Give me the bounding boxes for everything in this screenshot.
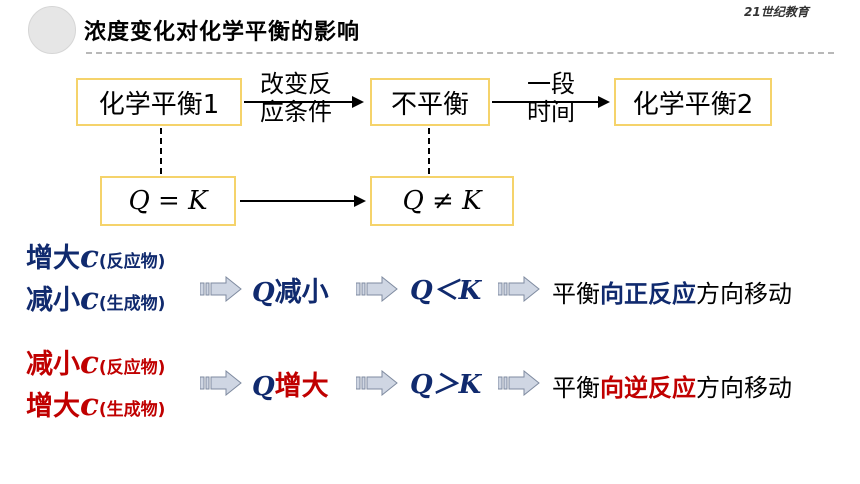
case1-condition-line1: 增大c(反应物) xyxy=(26,236,165,275)
case2-result-suffix: 方向移动 xyxy=(696,374,792,402)
case2-result-highlight: 向逆反应 xyxy=(600,374,696,402)
arrow1-head xyxy=(352,96,364,108)
title-decoration-circle xyxy=(28,6,76,54)
case1-result-prefix: 平衡 xyxy=(552,280,600,308)
arrow2-label: 一段 时间 xyxy=(506,70,596,126)
case1-line2-c: c xyxy=(80,281,99,317)
case2-line2-c: c xyxy=(80,387,99,423)
case2-result: 平衡向逆反应方向移动 xyxy=(552,368,792,403)
box-equilibrium-1-label: 化学平衡1 xyxy=(98,89,220,120)
case2-line1-c: c xyxy=(80,345,99,381)
case1-comparison-text: Q＜K xyxy=(410,276,482,306)
case2-q-symbol: Q xyxy=(252,372,275,402)
dashed-connector-1 xyxy=(160,128,162,174)
box-q-not-equal-k: Q ≠ K xyxy=(370,176,514,226)
page-title: 浓度变化对化学平衡的影响 xyxy=(84,20,361,45)
relation-q-equals-k: Q = K xyxy=(128,186,208,216)
case2-line2-sub: (生成物) xyxy=(98,400,166,420)
case1-line1-verb: 增大 xyxy=(26,243,80,274)
case1-q-change: Q减小 xyxy=(252,270,329,309)
case2-result-prefix: 平衡 xyxy=(552,374,600,402)
arrow3-head xyxy=(354,195,366,207)
block-arrow-icon xyxy=(498,276,540,302)
arrow2-line xyxy=(492,101,598,103)
arrow2-label-line1: 一段 xyxy=(527,70,575,98)
case2-condition-line1: 减小c(反应物) xyxy=(26,342,165,381)
block-arrow-icon xyxy=(356,276,398,302)
case1-line1-sub: (反应物) xyxy=(98,252,166,272)
block-arrow-icon xyxy=(356,370,398,396)
block-arrow-icon xyxy=(200,276,242,302)
case2-line1-sub: (反应物) xyxy=(98,358,166,378)
box-q-equals-k: Q = K xyxy=(100,176,236,226)
case2-comparison-text: Q＞K xyxy=(410,370,482,400)
arrow1-line xyxy=(244,101,352,103)
block-arrow-icon xyxy=(200,370,242,396)
case1-comparison: Q＜K xyxy=(410,270,481,307)
block-arrow-icon xyxy=(498,370,540,396)
dashed-connector-2 xyxy=(428,128,430,174)
box-equilibrium-1: 化学平衡1 xyxy=(76,78,242,126)
case2-line2-verb: 增大 xyxy=(26,391,80,422)
box-nonequilibrium-label: 不平衡 xyxy=(390,89,469,120)
arrow3-line xyxy=(240,200,354,202)
relation-q-not-equal-k: Q ≠ K xyxy=(402,186,482,216)
case2-q-change: Q增大 xyxy=(252,364,329,403)
case1-q-change-text: 减小 xyxy=(274,277,329,308)
case1-line2-verb: 减小 xyxy=(26,285,80,316)
arrow1-label: 改变反 应条件 xyxy=(246,70,346,126)
case1-result: 平衡向正反应方向移动 xyxy=(552,274,792,309)
box-nonequilibrium: 不平衡 xyxy=(370,78,490,126)
case1-condition-line2: 减小c(生成物) xyxy=(26,278,165,317)
brand-logo: 21世纪教育 xyxy=(744,5,809,19)
case2-q-change-text: 增大 xyxy=(274,371,329,402)
case2-comparison: Q＞K xyxy=(410,364,481,401)
case1-q-symbol: Q xyxy=(252,278,275,308)
box-equilibrium-2-label: 化学平衡2 xyxy=(632,89,754,120)
arrow2-head xyxy=(598,96,610,108)
arrow1-label-line1: 改变反 xyxy=(260,70,332,98)
case2-line1-verb: 减小 xyxy=(26,349,80,380)
case1-result-suffix: 方向移动 xyxy=(696,280,792,308)
case2-condition-line2: 增大c(生成物) xyxy=(26,384,165,423)
case1-line2-sub: (生成物) xyxy=(98,294,166,314)
case1-line1-c: c xyxy=(80,239,99,275)
box-equilibrium-2: 化学平衡2 xyxy=(614,78,772,126)
case1-result-highlight: 向正反应 xyxy=(600,280,696,308)
title-divider xyxy=(86,52,834,54)
